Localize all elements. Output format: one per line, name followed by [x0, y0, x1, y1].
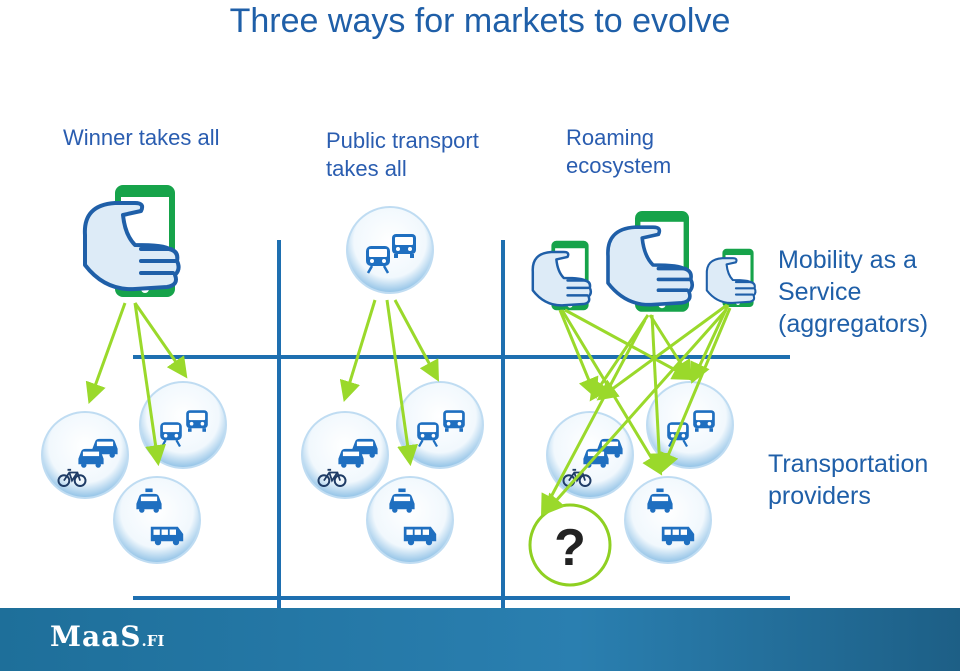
aggregators-label-line1: Mobility as a — [778, 246, 917, 274]
provider-circle-taxi — [624, 476, 712, 564]
arrow — [339, 299, 377, 403]
unknown-provider-mark: ? — [554, 519, 586, 577]
provider-circle-taxi — [113, 476, 201, 564]
column-label-winner-line1: Winner takes all — [63, 125, 220, 150]
logo-main: MaaS — [50, 620, 142, 653]
aggregators-label-line2: Service — [778, 278, 862, 306]
footer-bar — [0, 608, 960, 671]
arrow — [543, 309, 728, 516]
column-label-public-transport: Public transport takes all — [326, 127, 479, 183]
column-label-roaming: Roaming ecosystem — [566, 124, 671, 180]
arrow — [85, 302, 127, 404]
provider-circle-cars — [41, 411, 129, 499]
maas-logo: MaaS.FI — [50, 620, 164, 653]
phone-icon — [606, 209, 695, 314]
arrow — [658, 307, 732, 474]
phone-icon — [82, 183, 181, 299]
arrow — [690, 304, 730, 384]
unknown-provider-circle: ? — [528, 503, 612, 587]
providers-label-line2: providers — [768, 482, 871, 510]
column-label-public-transport-line1: Public transport — [326, 128, 479, 153]
logo-suffix: .FI — [141, 632, 165, 650]
providers-label-line1: Transportation — [768, 450, 929, 478]
arrow — [541, 319, 647, 516]
column-label-roaming-line1: Roaming — [566, 125, 655, 150]
aggregators-label: Mobility as a Service (aggregators) — [778, 244, 928, 340]
column-label-public-transport-line2: takes all — [326, 156, 407, 181]
arrow — [133, 302, 188, 379]
slide-title: Three ways for markets to evolve — [229, 2, 731, 40]
column-label-winner: Winner takes all — [63, 124, 220, 152]
public-transport-operator-circle — [346, 206, 434, 294]
arrow — [596, 303, 728, 401]
column-label-roaming-line2: ecosystem — [566, 153, 672, 178]
arrow — [133, 302, 166, 467]
phone-icon — [531, 239, 593, 312]
aggregators-label-line3: (aggregators) — [778, 310, 929, 338]
arrow — [393, 299, 439, 382]
provider-circle-taxi — [366, 476, 454, 564]
arrow — [385, 299, 419, 467]
arrow — [648, 314, 670, 475]
arrow — [558, 309, 599, 399]
provider-circle-cars — [301, 411, 389, 499]
providers-label: Transportation providers — [768, 448, 928, 512]
phone-icon — [705, 247, 757, 309]
